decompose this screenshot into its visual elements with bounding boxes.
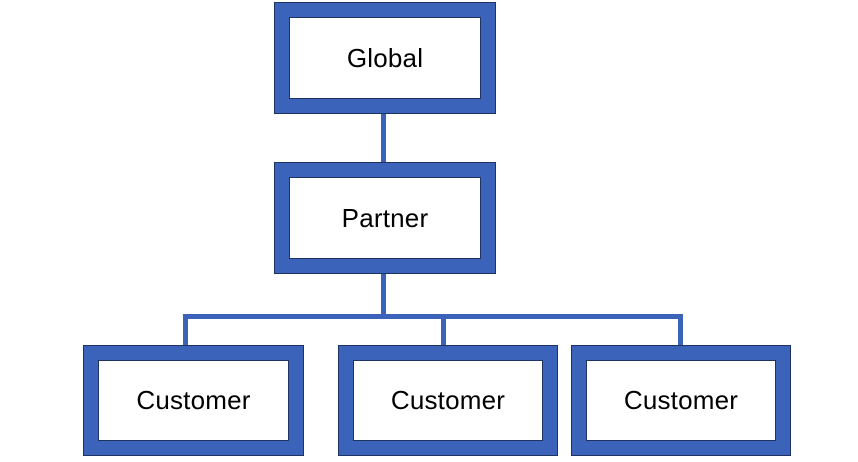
- node-customer-2-body: Customer: [353, 360, 543, 441]
- node-partner-label: Partner: [341, 202, 429, 233]
- node-customer-3-body: Customer: [586, 360, 776, 441]
- node-customer-2: Customer: [338, 345, 558, 456]
- node-customer-3-label: Customer: [623, 385, 739, 415]
- node-customer-1: Customer: [83, 345, 304, 456]
- node-global-label: Global: [346, 42, 424, 73]
- connector-drop-customer-1: [183, 314, 188, 346]
- node-global-body: Global: [289, 17, 481, 99]
- node-partner: Partner: [274, 162, 496, 274]
- connector-drop-customer-3: [678, 314, 683, 346]
- connector-global-to-partner: [381, 113, 386, 163]
- connector-drop-customer-2: [441, 314, 446, 346]
- node-customer-2-label: Customer: [390, 385, 506, 415]
- connector-partner-to-bus: [381, 273, 386, 319]
- node-partner-body: Partner: [289, 177, 481, 259]
- node-customer-1-label: Customer: [136, 385, 251, 415]
- connector-horizontal-bus: [183, 314, 683, 319]
- node-global: Global: [274, 2, 496, 114]
- node-customer-1-body: Customer: [98, 360, 289, 441]
- node-customer-3: Customer: [571, 345, 791, 456]
